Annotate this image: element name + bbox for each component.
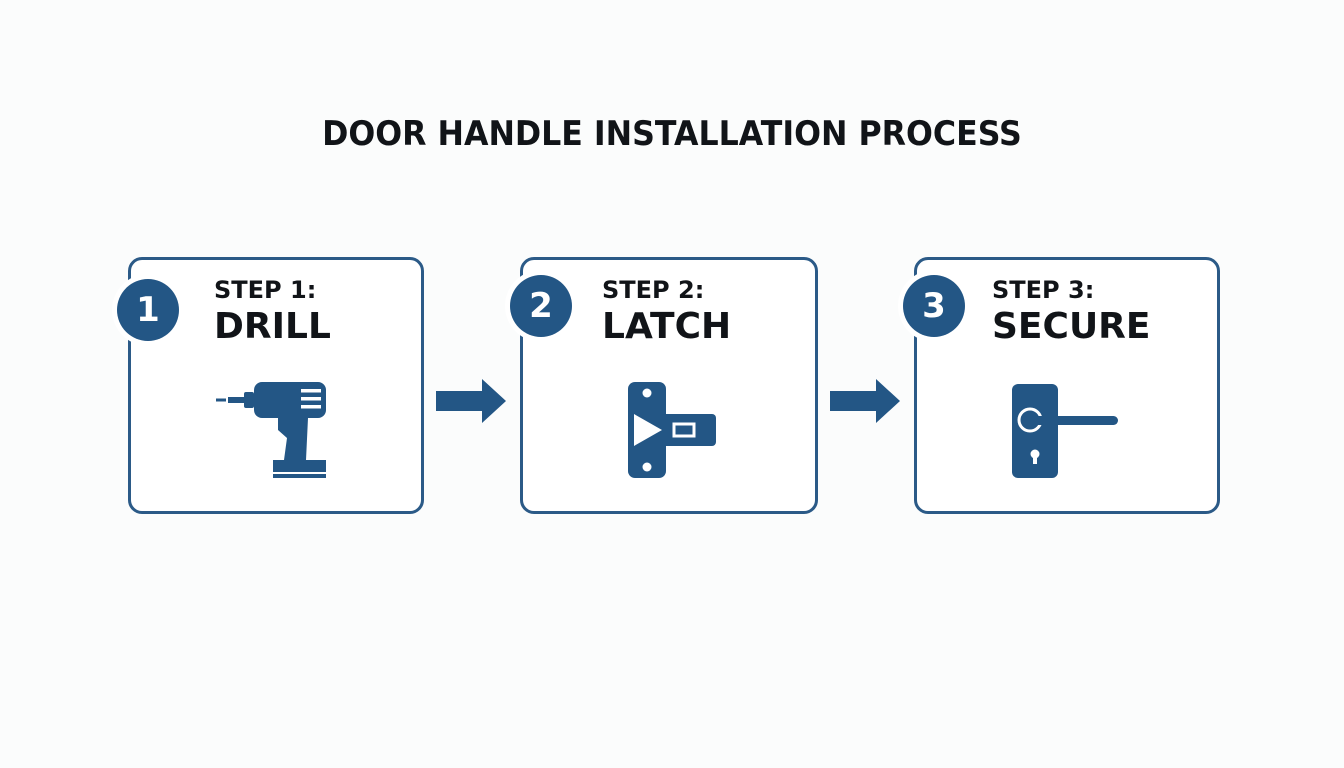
step-number-badge-1: 1 <box>117 279 179 341</box>
arrow-right-icon <box>830 379 900 423</box>
step-number-badge-3: 3 <box>903 275 965 337</box>
step-label-2: STEP 2: <box>602 276 705 304</box>
drill-icon <box>216 382 326 478</box>
step-card-3 <box>914 257 1220 514</box>
step-label-3: STEP 3: <box>992 276 1095 304</box>
step-number-badge-2: 2 <box>510 275 572 337</box>
step-name-1: DRILL <box>214 306 331 347</box>
step-card-2 <box>520 257 818 514</box>
step-label-1: STEP 1: <box>214 276 317 304</box>
latch-icon <box>628 382 716 478</box>
step-name-2: LATCH <box>602 306 732 347</box>
arrow-right-icon <box>436 379 506 423</box>
door-handle-icon <box>1012 384 1118 478</box>
step-name-3: SECURE <box>992 306 1151 347</box>
page-title: DOOR HANDLE INSTALLATION PROCESS <box>322 114 1022 154</box>
